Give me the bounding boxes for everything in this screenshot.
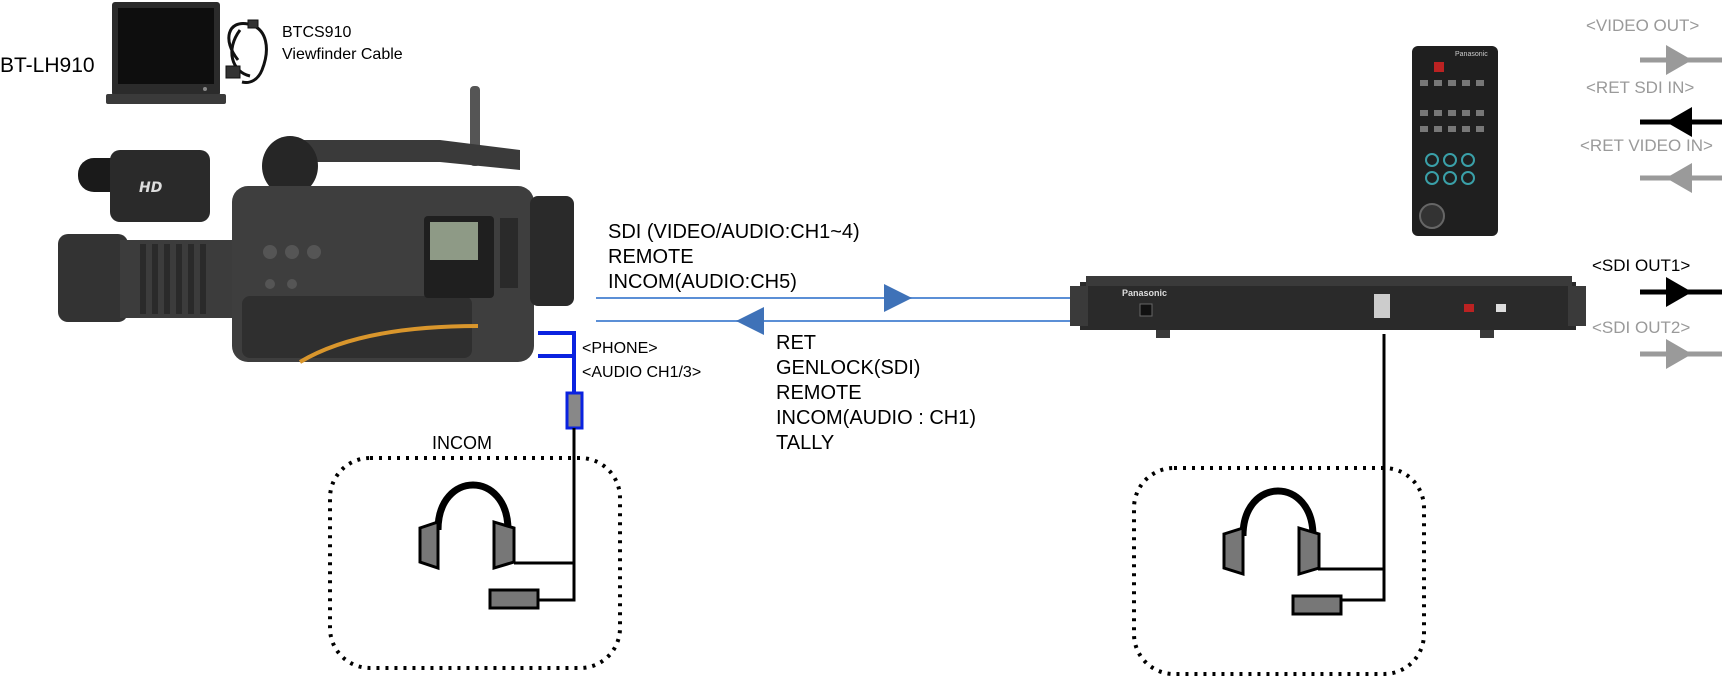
right-headset-icon xyxy=(1222,487,1343,616)
sdi-out1-arrow-icon xyxy=(1640,277,1722,307)
camera-hd-logo: HD xyxy=(139,180,162,196)
cable-label-line2: Viewfinder Cable xyxy=(282,46,403,63)
output-label-video-out: <VIDEO OUT> xyxy=(1586,16,1700,35)
viewfinder-cable-image xyxy=(225,19,268,84)
camera-image xyxy=(58,86,574,364)
return-signal-item: INCOM(AUDIO : CH1) xyxy=(776,407,976,429)
forward-signal-item: REMOTE xyxy=(608,246,694,268)
right-incom-dotted-box xyxy=(1132,466,1426,676)
phone-port-label: <PHONE> xyxy=(582,340,658,357)
audio-port-label: <AUDIO CH1/3> xyxy=(582,364,702,381)
monitor-label: BT-LH910 xyxy=(0,54,95,77)
base-station-image xyxy=(1070,276,1586,338)
camera-port-wiring xyxy=(538,331,576,392)
left-incom-dotted-box xyxy=(328,456,622,670)
cable-label-line1: BTCS910 xyxy=(282,24,352,41)
forward-signal-item: SDI (VIDEO/AUDIO:CH1~4) xyxy=(608,221,860,243)
rcp-brand-label: Panasonic xyxy=(1455,51,1488,58)
forward-signal-list: SDI (VIDEO/AUDIO:CH1~4) REMOTE INCOM(AUD… xyxy=(608,220,860,295)
monitor-image xyxy=(106,2,226,104)
return-signal-item: RET xyxy=(776,332,816,354)
return-signal-item: TALLY xyxy=(776,432,835,454)
ret-sdi-in-arrow-icon xyxy=(1640,107,1722,137)
remote-control-panel-image xyxy=(1412,46,1498,236)
return-signal-item: REMOTE xyxy=(776,382,862,404)
output-label-sdi-out2: <SDI OUT2> xyxy=(1592,318,1691,337)
base-headset-cable xyxy=(1318,334,1386,602)
output-label-ret-sdi-in: <RET SDI IN> xyxy=(1586,78,1695,97)
camera-headset-cable xyxy=(514,428,576,602)
return-arrow-icon xyxy=(736,307,764,335)
ret-video-in-arrow-icon xyxy=(1640,163,1722,193)
return-signal-item: GENLOCK(SDI) xyxy=(776,357,921,379)
incom-label: INCOM xyxy=(432,433,492,453)
return-signal-list: RET GENLOCK(SDI) REMOTE INCOM(AUDIO : CH… xyxy=(776,331,976,456)
output-label-sdi-out1: <SDI OUT1> xyxy=(1592,256,1691,275)
forward-signal-item: INCOM(AUDIO:CH5) xyxy=(608,271,797,293)
port-connector-icon xyxy=(565,391,584,430)
left-headset-icon xyxy=(418,481,540,610)
output-label-ret-video-in: <RET VIDEO IN> xyxy=(1580,136,1713,155)
sdi-out2-arrow-icon xyxy=(1640,339,1722,369)
base-station-brand: Panasonic xyxy=(1122,288,1167,298)
video-out-arrow-icon xyxy=(1640,45,1722,75)
forward-arrow-icon xyxy=(884,284,912,312)
